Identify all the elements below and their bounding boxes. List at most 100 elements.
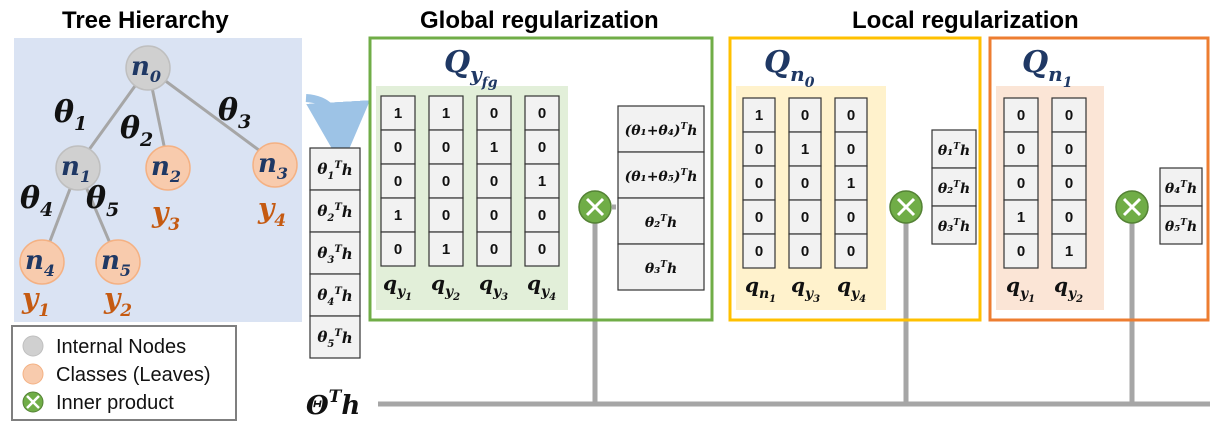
global-q-title: Qyfg — [444, 45, 498, 91]
theta-vector-cell — [309, 147, 361, 191]
local-n1-panel — [988, 36, 1210, 322]
q-cell — [1051, 165, 1087, 201]
q-cell-value: 0 — [847, 141, 855, 158]
theta-vector-cell — [309, 231, 361, 275]
q-cell-value: 0 — [1065, 209, 1073, 226]
tree-node-label-n4: n4 — [25, 246, 55, 280]
result-cell — [1159, 205, 1203, 245]
q-cell-value: 1 — [847, 175, 855, 192]
result-cell-text: θ₅Th — [1165, 218, 1197, 235]
q-cell-value: 1 — [538, 173, 546, 190]
theta-transpose-h-label: ΘTh — [306, 387, 360, 421]
q-cell-value: 0 — [1065, 107, 1073, 124]
class-label-y2: y2 — [103, 282, 132, 321]
q-cell — [524, 95, 560, 131]
tree-node-n2: n2 — [145, 145, 191, 191]
theta-vector-cell-text: θ2Th — [317, 202, 352, 224]
legend-inner-label: Inner product — [56, 392, 174, 414]
q-column-label: qn1 — [745, 273, 776, 305]
local-n0-q-title: Qn0 — [764, 45, 815, 91]
result-cell-text: (θ₁+θ₅)Th — [625, 168, 698, 185]
q-cell — [380, 95, 416, 131]
q-cell-value: 0 — [490, 207, 498, 224]
q-cell-value: 0 — [1017, 175, 1025, 192]
q-cell — [1051, 131, 1087, 167]
q-cell — [524, 163, 560, 199]
q-cell — [1051, 97, 1087, 133]
tree-edge-labels: θ1 θ2 θ3 θ4 θ5 — [20, 93, 251, 221]
q-cell-value: 0 — [755, 243, 763, 260]
q-cell-value: 0 — [801, 209, 809, 226]
edge-label-θ2: θ2 — [120, 111, 153, 151]
edge-label-θ4: θ4 — [20, 181, 53, 221]
edge-label-θ1: θ1 — [54, 95, 87, 135]
class-label-y3: y3 — [151, 196, 180, 235]
flow-arrow — [305, 94, 371, 166]
result-cell — [617, 151, 705, 199]
q-cell — [788, 97, 822, 133]
q-matrix-title: Qn0 — [764, 45, 815, 91]
q-column-label: qy2 — [431, 271, 460, 303]
q-cell-value: 1 — [1065, 243, 1073, 260]
tree-node-label-n5: n5 — [101, 246, 131, 280]
q-cell-value: 0 — [538, 105, 546, 122]
legend-classes-label: Classes (Leaves) — [56, 364, 211, 386]
q-cell-value: 0 — [755, 175, 763, 192]
class-label-y4: y4 — [257, 192, 286, 231]
q-matrix-title: Qn1 — [1022, 45, 1072, 91]
q-cell-value: 0 — [801, 107, 809, 124]
result-cell — [617, 197, 705, 245]
result-cell-text: θ₃Th — [938, 218, 970, 235]
q-cell-value: 0 — [847, 243, 855, 260]
inner-product-icon — [1115, 190, 1149, 224]
legend-internal-label: Internal Nodes — [56, 336, 186, 358]
legend-inner-icon — [22, 391, 44, 413]
global-panel — [368, 36, 714, 322]
result-cell — [931, 129, 977, 169]
q-column-label: qy3 — [479, 271, 508, 303]
edge-label-θ5: θ5 — [86, 181, 119, 221]
q-cell — [788, 131, 822, 167]
q-cell — [476, 163, 512, 199]
q-matrix-title: Qyfg — [444, 45, 498, 91]
q-cell — [788, 165, 822, 201]
q-cell-value: 0 — [1065, 175, 1073, 192]
q-cell-value: 0 — [1065, 141, 1073, 158]
q-cell — [476, 231, 512, 267]
q-cell-value: 1 — [755, 107, 763, 124]
q-cell-value: 0 — [538, 139, 546, 156]
result-cell-text: θ₃Th — [645, 260, 677, 277]
q-cell-value: 1 — [801, 141, 809, 158]
q-cell-value: 0 — [394, 241, 402, 258]
tree-node-label-n2: n2 — [151, 152, 181, 186]
q-cell — [1003, 165, 1039, 201]
theta-vector-cell-text: θ3Th — [317, 244, 352, 266]
q-cell-value: 0 — [755, 141, 763, 158]
edge-label-θ3: θ3 — [218, 93, 251, 133]
theta-vector-cell — [309, 189, 361, 233]
legend-internal-icon — [22, 335, 44, 357]
q-cell — [380, 197, 416, 233]
q-cell-value: 0 — [490, 105, 498, 122]
q-cell-value: 0 — [847, 107, 855, 124]
q-cell-value: 0 — [1017, 243, 1025, 260]
q-cell-value: 0 — [394, 173, 402, 190]
result-cell-text: θ₄Th — [1165, 180, 1197, 197]
q-cell-value: 1 — [394, 105, 402, 122]
q-cell-value: 0 — [801, 243, 809, 260]
q-cell-value: 0 — [490, 241, 498, 258]
tree-node-label-n0: n0 — [131, 52, 161, 86]
